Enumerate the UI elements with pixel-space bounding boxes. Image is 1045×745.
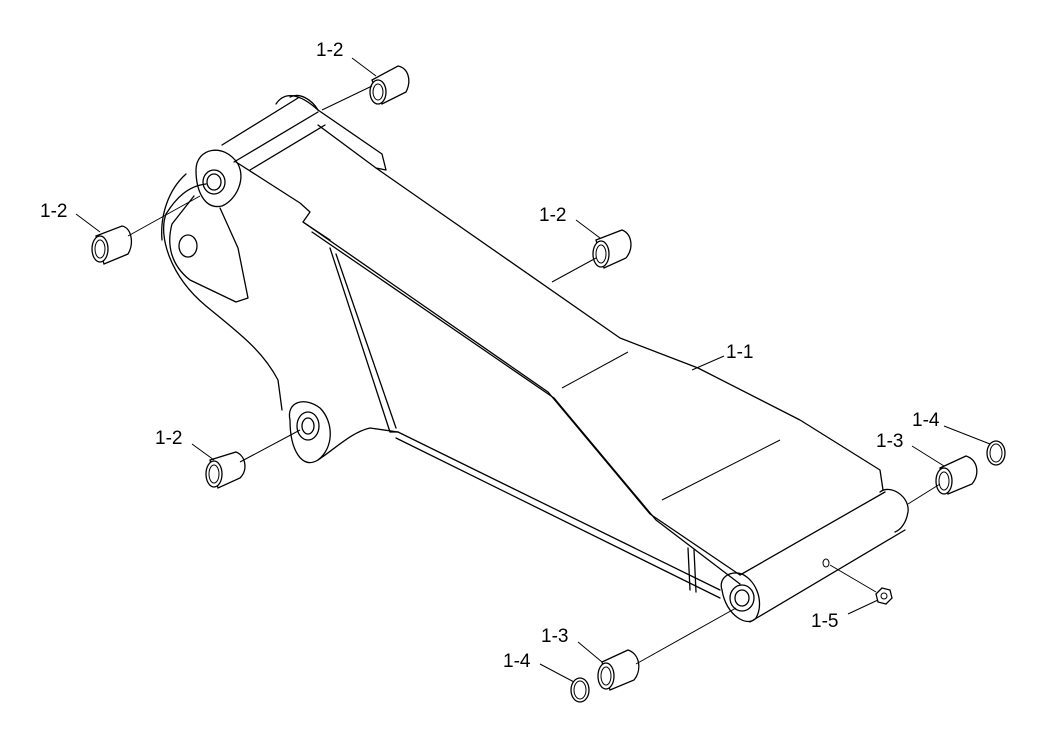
label-bushing-left: 1-2 [40, 201, 67, 222]
bushing-mid [592, 229, 632, 269]
label-ring-right: 1-4 [912, 410, 940, 431]
bushing-right [935, 455, 978, 495]
ring-right [986, 440, 1006, 466]
arm-frame [161, 94, 909, 623]
bushing-bottom [597, 649, 640, 691]
label-bushing-top: 1-2 [316, 40, 343, 61]
assembly-lines [127, 85, 941, 665]
label-main-frame: 1-1 [726, 342, 753, 363]
leader-lines [75, 57, 991, 683]
bushing-top [369, 65, 410, 105]
label-bushing-right: 1-3 [876, 431, 903, 452]
part-labels: 1-2 1-2 1-2 1-2 1-1 1-3 1-4 1-3 1-4 1-5 [40, 40, 940, 672]
label-ring-bottom: 1-4 [503, 651, 531, 672]
grease-fitting [875, 587, 893, 605]
label-bushing-lower: 1-2 [155, 428, 182, 449]
ring-bottom [570, 677, 590, 703]
bushing-left [91, 225, 133, 265]
label-bushing-bottom: 1-3 [541, 626, 568, 647]
label-grease-fitting: 1-5 [811, 611, 838, 632]
label-bushing-mid: 1-2 [539, 205, 566, 226]
bushing-lower [205, 451, 246, 489]
